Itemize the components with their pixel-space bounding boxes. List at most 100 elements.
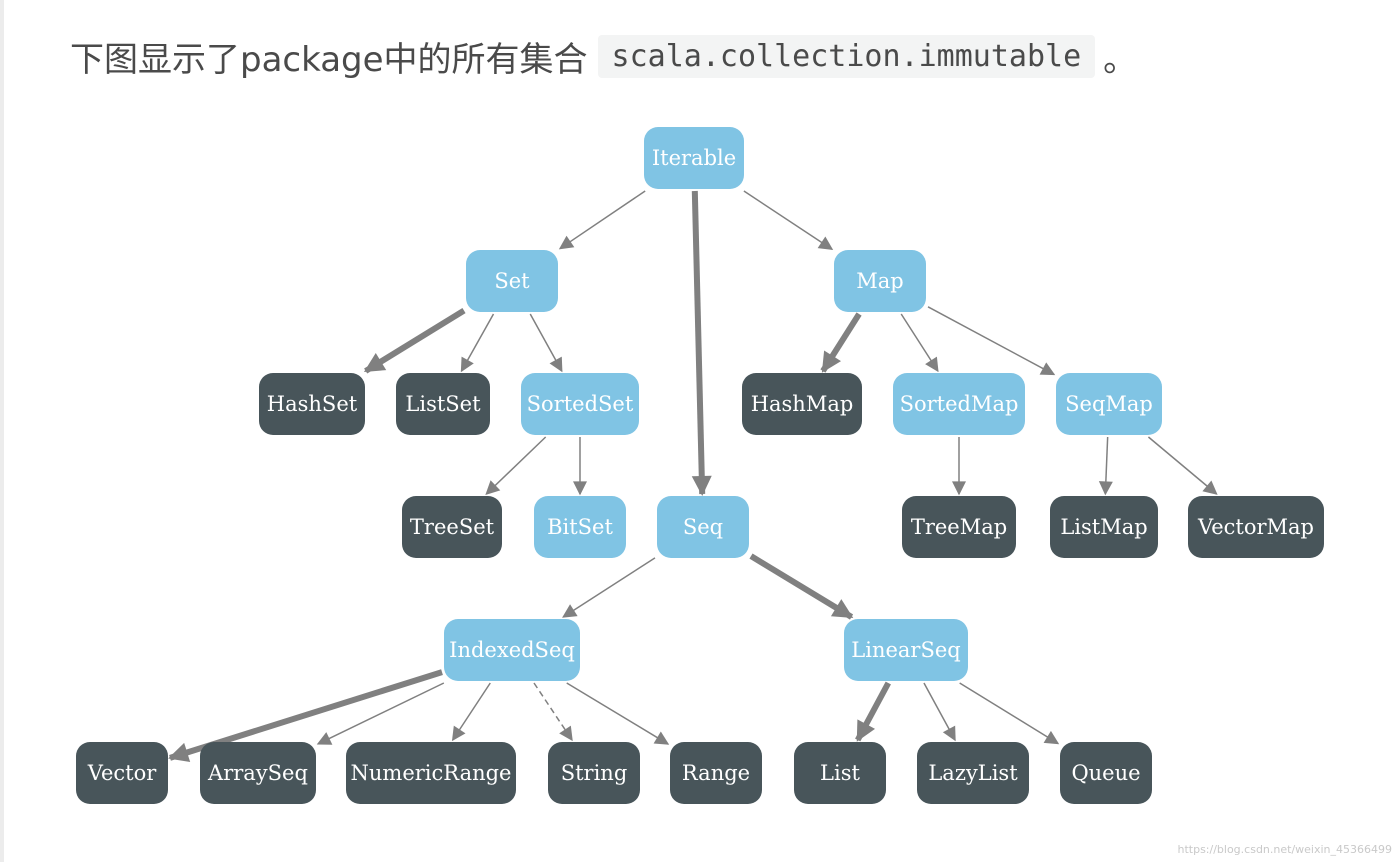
edge-set-to-list-set (460, 313, 495, 373)
node-label-bit-set: BitSet (547, 515, 613, 539)
node-sorted-map: SortedMap (893, 373, 1025, 435)
node-label-lazy-list: LazyList (928, 761, 1018, 785)
node-label-map: Map (856, 269, 903, 293)
edge-map-to-hash-map (820, 312, 862, 373)
node-box-string (548, 742, 640, 804)
node-box-hash-map (742, 373, 862, 435)
node-list-map: ListMap (1050, 496, 1158, 558)
node-label-list: List (820, 761, 860, 785)
node-seq-map: SeqMap (1056, 373, 1162, 435)
edge-set-to-sorted-set (529, 313, 563, 373)
node-label-tree-set: TreeSet (410, 515, 495, 539)
node-map: Map (834, 250, 926, 312)
node-label-sorted-set: SortedSet (527, 392, 634, 416)
edge-seq-map-to-list-map (1098, 436, 1113, 496)
node-sorted-set: SortedSet (521, 373, 639, 435)
node-box-set (466, 250, 558, 312)
edge-iterable-to-set (558, 190, 646, 250)
node-lazy-list: LazyList (917, 742, 1029, 804)
edges-layer (168, 190, 1218, 762)
node-linear-seq: LinearSeq (844, 619, 968, 681)
node-vector: Vector (76, 742, 168, 804)
node-label-seq: Seq (683, 515, 723, 539)
node-box-vector (76, 742, 168, 804)
node-box-iterable (644, 127, 744, 189)
node-box-numeric-range (346, 742, 516, 804)
node-box-vector-map (1188, 496, 1324, 558)
node-vector-map: VectorMap (1188, 496, 1324, 558)
node-label-list-set: ListSet (405, 392, 481, 416)
node-queue: Queue (1060, 742, 1152, 804)
node-label-set: Set (494, 269, 530, 293)
node-label-vector-map: VectorMap (1197, 515, 1314, 539)
edge-seq-to-linear-seq (749, 553, 854, 620)
package-name-code: scala.collection.immutable (597, 34, 1096, 78)
edge-iterable-to-seq (691, 190, 712, 496)
node-box-lazy-list (917, 742, 1029, 804)
node-label-range: Range (682, 761, 750, 785)
node-label-seq-map: SeqMap (1065, 392, 1153, 416)
node-set: Set (466, 250, 558, 312)
edge-indexed-seq-to-string (533, 682, 573, 742)
edge-set-to-hash-set (363, 307, 466, 374)
node-label-iterable: Iterable (652, 146, 736, 170)
node-label-string: String (561, 761, 628, 785)
node-hash-map: HashMap (742, 373, 862, 435)
edge-sorted-set-to-tree-set (485, 436, 547, 495)
node-label-vector: Vector (87, 761, 158, 785)
node-box-list-set (396, 373, 490, 435)
node-box-linear-seq (844, 619, 968, 681)
node-indexed-seq: IndexedSeq (444, 619, 580, 681)
node-label-queue: Queue (1071, 761, 1140, 785)
watermark: https://blog.csdn.net/weixin_45366499 (1177, 843, 1392, 856)
node-label-sorted-map: SortedMap (900, 392, 1019, 416)
node-hash-set: HashSet (259, 373, 365, 435)
node-list: List (794, 742, 886, 804)
edge-seq-to-indexed-seq (562, 557, 656, 618)
node-box-hash-set (259, 373, 365, 435)
node-label-numeric-range: NumericRange (351, 761, 512, 785)
edge-linear-seq-to-queue (959, 682, 1060, 745)
node-tree-set: TreeSet (402, 496, 502, 558)
node-list-set: ListSet (396, 373, 490, 435)
node-box-seq-map (1056, 373, 1162, 435)
edge-linear-seq-to-list (855, 681, 891, 742)
node-box-sorted-set (521, 373, 639, 435)
node-box-range (670, 742, 762, 804)
node-array-seq: ArraySeq (200, 742, 316, 804)
node-box-tree-map (902, 496, 1016, 558)
edge-seq-map-to-vector-map (1147, 436, 1218, 495)
edge-indexed-seq-to-numeric-range (451, 682, 491, 742)
edge-indexed-seq-to-range (566, 682, 670, 745)
node-tree-map: TreeMap (902, 496, 1016, 558)
node-box-queue (1060, 742, 1152, 804)
node-label-array-seq: ArraySeq (207, 761, 308, 785)
intro-text: 下图显示了package中的所有集合 (70, 39, 588, 80)
edge-iterable-to-map (743, 190, 834, 251)
node-label-linear-seq: LinearSeq (851, 638, 960, 662)
node-range: Range (670, 742, 762, 804)
node-box-bit-set (534, 496, 626, 558)
node-label-hash-map: HashMap (751, 392, 854, 416)
node-bit-set: BitSet (534, 496, 626, 558)
intro-trailing: 。 (1103, 39, 1138, 80)
page-edge (0, 0, 4, 862)
node-numeric-range: NumericRange (346, 742, 516, 804)
node-label-hash-set: HashSet (267, 392, 358, 416)
edge-map-to-seq-map (927, 306, 1056, 376)
intro-sentence: 下图显示了package中的所有集合 scala.collection.immu… (70, 30, 1137, 82)
node-label-list-map: ListMap (1060, 515, 1147, 539)
node-string: String (548, 742, 640, 804)
node-box-seq (657, 496, 749, 558)
edge-map-to-sorted-map (900, 313, 939, 373)
node-label-indexed-seq: IndexedSeq (449, 638, 575, 662)
node-seq: Seq (657, 496, 749, 558)
node-box-array-seq (200, 742, 316, 804)
node-box-indexed-seq (444, 619, 580, 681)
node-box-map (834, 250, 926, 312)
node-label-tree-map: TreeMap (911, 515, 1007, 539)
node-box-tree-set (402, 496, 502, 558)
edge-indexed-seq-to-array-seq (316, 682, 445, 745)
node-box-list-map (1050, 496, 1158, 558)
